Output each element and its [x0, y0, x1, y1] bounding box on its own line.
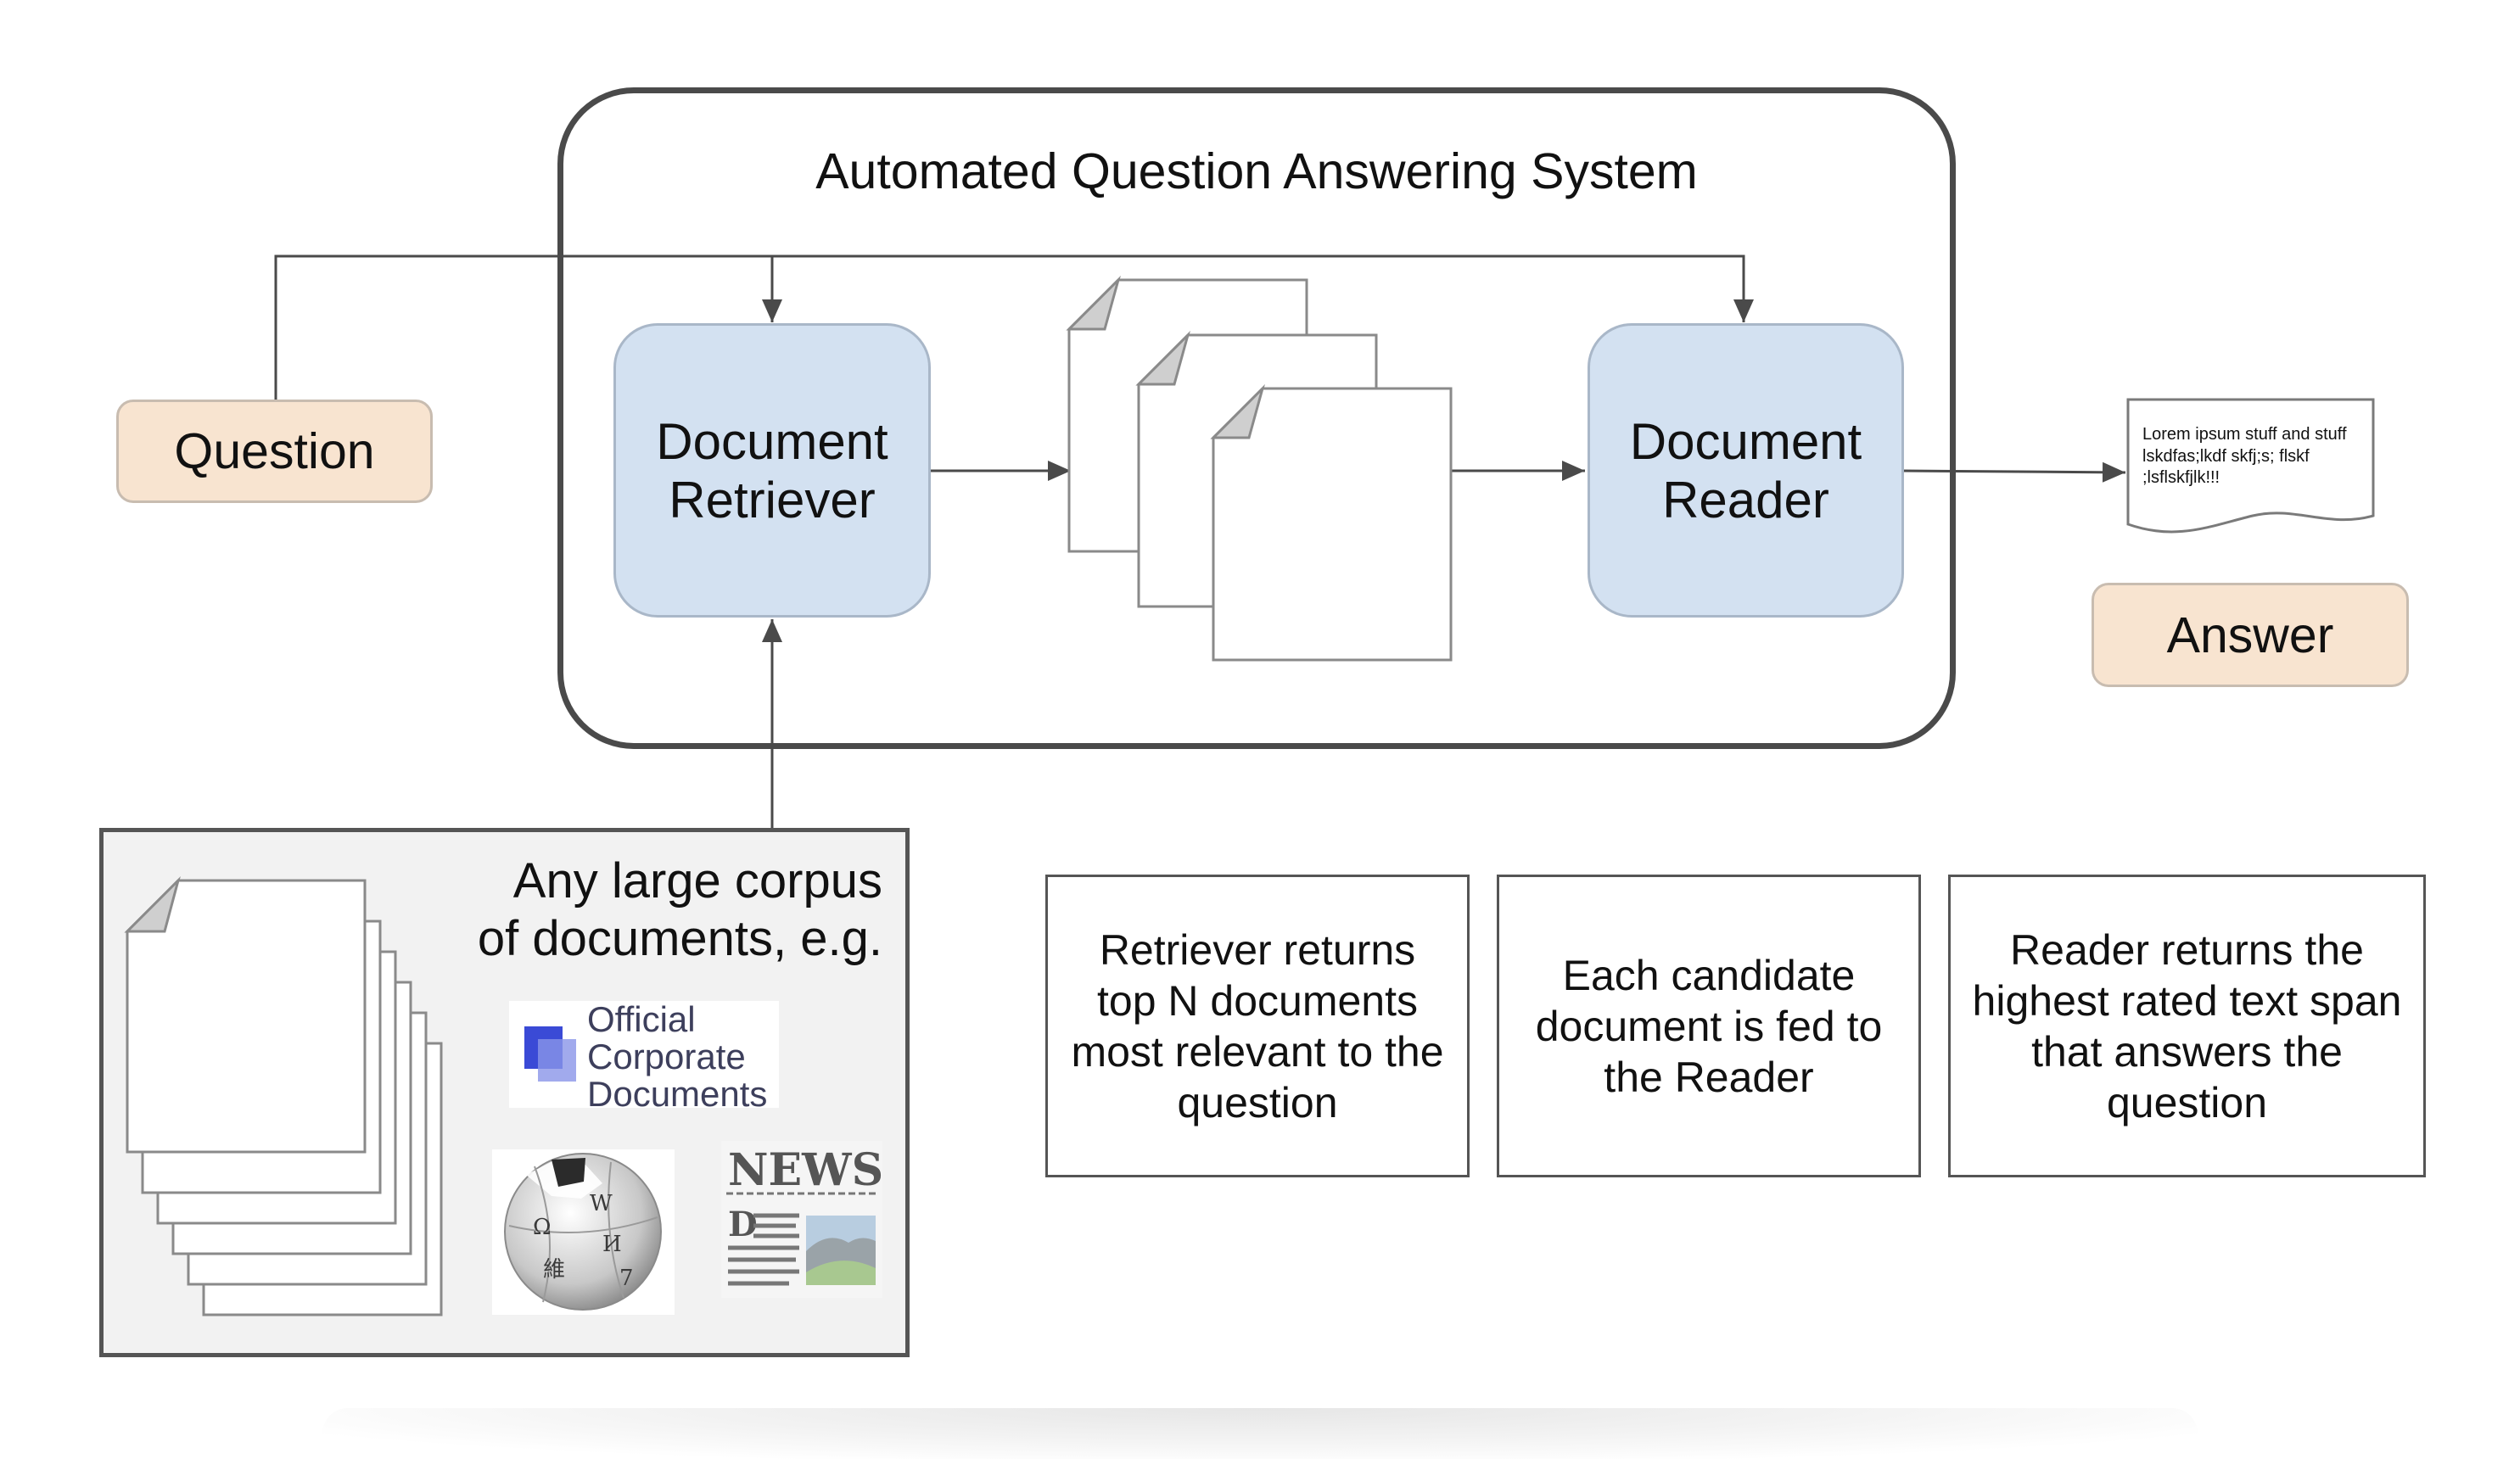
- reader-to-answer-arrow: [1901, 461, 2126, 483]
- question-to-retriever-arrow: [274, 254, 782, 400]
- question-box: Question: [116, 400, 433, 503]
- question-to-reader-arrow: [772, 254, 1754, 322]
- svg-text:W: W: [590, 1191, 613, 1216]
- document-retriever-box: Document Retriever: [613, 323, 931, 618]
- svg-text:И: И: [602, 1232, 622, 1257]
- official-text-line1: Official: [587, 999, 696, 1039]
- description-text: Retriever returns top N documents most r…: [1071, 925, 1444, 1126]
- official-text-line2: Corporate: [587, 1037, 746, 1077]
- official-logo-mark-shadow: [538, 1039, 576, 1082]
- description-box-reader: Reader returns the highest rated text sp…: [1948, 875, 2426, 1177]
- description-text: Reader returns the highest rated text sp…: [1972, 925, 2402, 1126]
- description-text: Each candidate document is fed to the Re…: [1535, 951, 1883, 1101]
- question-label: Question: [174, 423, 375, 479]
- reader-label-line1: Document: [1629, 412, 1862, 470]
- official-logo-text: Official Corporate Documents: [587, 999, 768, 1115]
- news-title: NEWS: [728, 1144, 882, 1196]
- svg-text:維: 維: [543, 1257, 565, 1283]
- description-box-retriever: Retriever returns top N documents most r…: [1045, 875, 1470, 1177]
- description-box-candidate: Each candidate document is fed to the Re…: [1497, 875, 1921, 1177]
- svg-text:7: 7: [619, 1266, 634, 1291]
- retriever-label-line2: Retriever: [669, 471, 876, 528]
- answer-document-text: Lorem ipsum stuff and stuff lskdfas;lkdf…: [2142, 425, 2347, 488]
- retriever-label-line1: Document: [656, 412, 888, 470]
- official-text-line3: Documents: [587, 1074, 768, 1115]
- reader-label-line2: Reader: [1662, 471, 1829, 528]
- answer-document-icon: [2126, 398, 2375, 534]
- corpus-title: Any large corpus of documents, e.g.: [424, 852, 882, 968]
- document-reader-box: Document Reader: [1588, 323, 1904, 618]
- system-frame: [557, 87, 1956, 749]
- svg-text:D: D: [728, 1205, 758, 1244]
- system-title: Automated Question Answering System: [815, 143, 1698, 199]
- candidate-document-icon: [1210, 383, 1453, 662]
- news-icon: NEWS D: [721, 1141, 882, 1298]
- candidate-documents: [1066, 275, 1453, 662]
- svg-text:Ω: Ω: [533, 1215, 552, 1240]
- stacked-document-icon: [124, 875, 367, 1154]
- corpus-title-line2: of documents, e.g.: [477, 910, 882, 966]
- answer-label: Answer: [2166, 607, 2334, 663]
- bottom-shadow: [322, 1408, 2198, 1459]
- official-corporate-documents-logo: Official Corporate Documents: [509, 1000, 779, 1113]
- wikipedia-globe-icon: Ω W И 維 7: [492, 1149, 675, 1315]
- answer-box: Answer: [2092, 583, 2409, 687]
- corpus-title-line1: Any large corpus: [512, 853, 882, 908]
- corpus-document-stack: [124, 875, 443, 1316]
